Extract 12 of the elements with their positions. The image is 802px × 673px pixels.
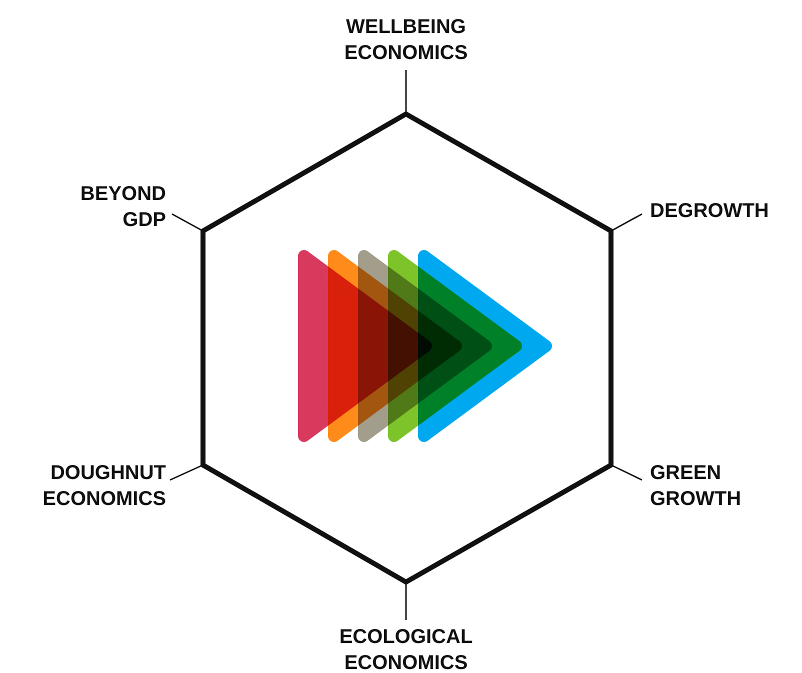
leader-line xyxy=(170,464,204,481)
category-label: GREEN GROWTH xyxy=(650,460,770,512)
leader-line xyxy=(610,213,642,232)
category-label: ECOLOGICAL ECONOMICS xyxy=(296,624,516,673)
category-label: DEGROWTH xyxy=(650,198,780,224)
category-label: WELLBEING ECONOMICS xyxy=(306,14,506,66)
category-label: DOUGHNUT ECONOMICS xyxy=(8,460,166,512)
leader-line xyxy=(405,582,407,620)
leader-line xyxy=(172,213,204,232)
category-label: BEYOND GDP xyxy=(50,181,166,233)
leader-line xyxy=(405,70,407,114)
leader-line xyxy=(610,464,642,481)
